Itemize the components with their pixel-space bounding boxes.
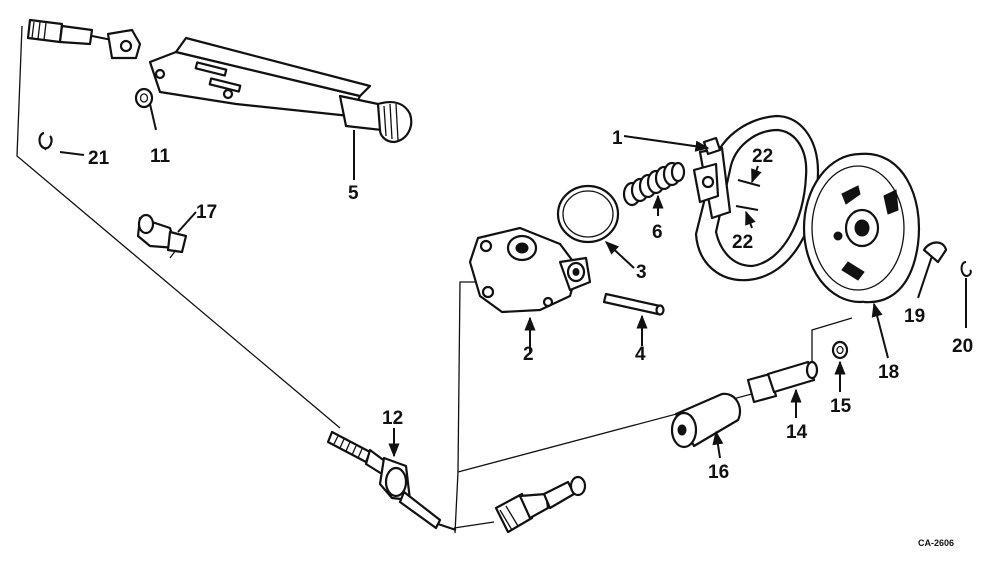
part-18-drum [802, 152, 921, 359]
label-part-16: 16 [708, 462, 729, 483]
part-labels: 1 2 3 4 5 6 11 12 14 15 16 17 18 19 20 2… [88, 128, 973, 548]
label-part-22-upper: 22 [752, 146, 773, 167]
part-3-o-ring [556, 184, 635, 269]
part-21-clip [38, 131, 85, 156]
label-part-12: 12 [382, 408, 403, 429]
label-part-20: 20 [952, 336, 973, 357]
part-19-key [917, 241, 948, 299]
part-1-brake-band [623, 114, 820, 282]
part-6-spring [622, 161, 686, 216]
label-part-5: 5 [348, 183, 359, 204]
part-2-housing [468, 226, 592, 352]
drawing-code: CA-2606 [918, 538, 954, 548]
part-17-switch [136, 211, 197, 259]
part-15-washer [831, 340, 849, 392]
part-16-cylinder [670, 392, 742, 459]
label-part-21: 21 [88, 148, 110, 169]
label-part-15: 15 [830, 396, 852, 417]
part-4-pin [602, 292, 665, 346]
label-part-1: 1 [612, 128, 623, 149]
label-part-2: 2 [523, 344, 534, 365]
label-part-18: 18 [878, 362, 899, 383]
label-part-4: 4 [635, 344, 646, 365]
part-14-clevis-rod [746, 360, 819, 418]
part-5-lever-assembly [26, 18, 413, 144]
part-20-clip [960, 261, 972, 328]
label-part-11: 11 [150, 146, 171, 167]
label-part-6: 6 [652, 222, 663, 243]
cable-end-connector [494, 475, 587, 534]
label-part-3: 3 [636, 262, 647, 283]
label-part-17: 17 [196, 202, 217, 223]
part-11-bushing [134, 87, 157, 131]
label-part-22-lower: 22 [732, 232, 753, 253]
label-part-14: 14 [786, 422, 808, 443]
label-part-19: 19 [904, 306, 925, 327]
part-12-cable-fitting [326, 430, 457, 531]
